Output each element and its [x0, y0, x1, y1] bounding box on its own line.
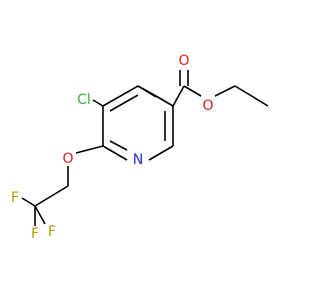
- bond-cf3-f-left: [21, 197, 36, 207]
- bond-ch2-cf3: [34, 185, 69, 207]
- bond-cf3-f-top: [34, 205, 46, 225]
- molecule-drawing: Cl N O O O F F F: [11, 53, 269, 242]
- bond-ch2-ch3: [234, 85, 269, 107]
- atom-n: N: [133, 152, 143, 168]
- atom-o-ether: O: [62, 151, 73, 167]
- bond-carbonyl-ester-o: [183, 85, 202, 97]
- atom-f1: F: [11, 190, 19, 206]
- atom-f2: F: [48, 224, 56, 240]
- atom-cl: Cl: [77, 92, 91, 108]
- bond-n-c6: [102, 145, 128, 161]
- bond-n-c6-inner: [109, 140, 128, 151]
- atom-o-carbonyl: O: [178, 53, 189, 69]
- structure-canvas: Cl N O O O F F F: [11, 53, 269, 242]
- bond-c6-o: [75, 145, 104, 154]
- bond-c3-carbonyl: [172, 85, 185, 107]
- bond-c4-c3-upper: [137, 85, 157, 98]
- bond-c5-c4-inner: [109, 94, 139, 112]
- pyridine-ring: [102, 85, 174, 161]
- bond-c5-cl: [92, 99, 104, 107]
- bond-c5-c4: [102, 85, 139, 107]
- bond-c3-c3b: [155, 95, 174, 107]
- atom-o-ester: O: [202, 98, 213, 114]
- bond-c2-n: [148, 145, 174, 161]
- atom-f3: F: [31, 226, 39, 242]
- bond-ester-o-ch2: [214, 85, 236, 97]
